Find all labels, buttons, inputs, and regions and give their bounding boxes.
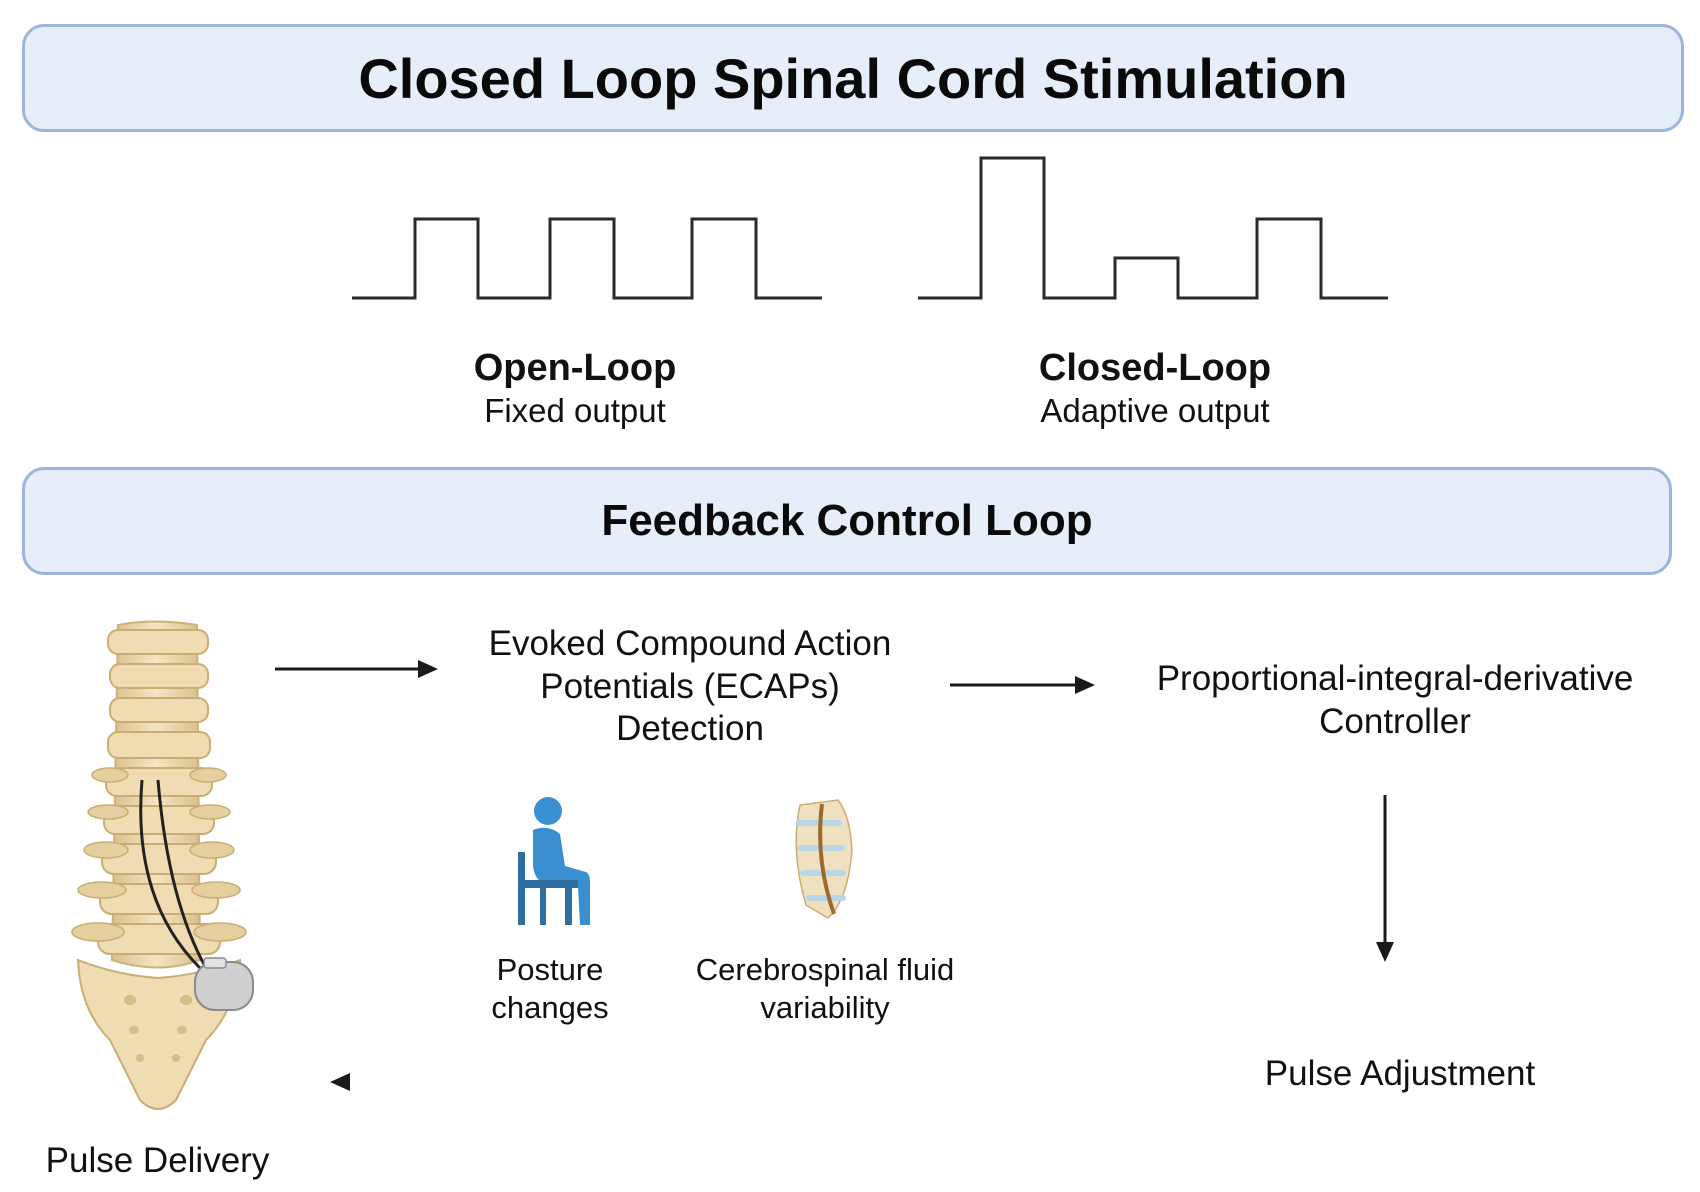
title-banner: Closed Loop Spinal Cord Stimulation bbox=[22, 24, 1684, 132]
feedback-title: Feedback Control Loop bbox=[601, 496, 1093, 545]
closed-loop-name: Closed-Loop bbox=[1038, 347, 1272, 389]
open-loop-description: Fixed output bbox=[484, 392, 666, 430]
closed-loop-label: Closed-Loop Adaptive output bbox=[960, 345, 1350, 432]
seated-person-icon bbox=[518, 797, 590, 925]
diagram-title: Closed Loop Spinal Cord Stimulation bbox=[358, 46, 1348, 110]
arrow-to-controller bbox=[950, 676, 1095, 694]
spine-segment-icon bbox=[795, 799, 853, 919]
spine-with-implant-illustration bbox=[71, 620, 254, 1110]
closed-loop-description: Adaptive output bbox=[1040, 392, 1270, 430]
arrow-to-detection bbox=[275, 660, 438, 678]
pulse-adjustment-label: Pulse Adjustment bbox=[1264, 1054, 1536, 1093]
pid-controller-label: Proportional-integral-derivative Control… bbox=[1156, 659, 1634, 741]
posture-changes-label: Posture changes bbox=[491, 952, 609, 1025]
feedback-banner: Feedback Control Loop bbox=[22, 467, 1672, 575]
arrow-to-delivery bbox=[330, 1073, 1170, 1091]
open-loop-label: Open-Loop Fixed output bbox=[400, 345, 750, 432]
ecap-detection-label: Evoked Compound Action Potentials (ECAPs… bbox=[488, 624, 892, 749]
open-loop-waveform bbox=[352, 217, 822, 300]
arrow-to-adjustment bbox=[1376, 795, 1394, 962]
pulse-delivery-label: Pulse Delivery bbox=[45, 1141, 270, 1180]
csf-variability-label: Cerebrospinal fluid variability bbox=[695, 952, 955, 1025]
closed-loop-waveform bbox=[918, 156, 1388, 300]
open-loop-name: Open-Loop bbox=[473, 347, 677, 389]
